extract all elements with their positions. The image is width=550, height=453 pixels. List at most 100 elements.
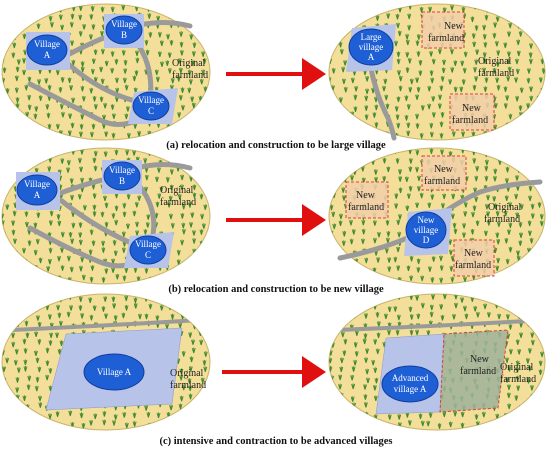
crop-mark (203, 24, 207, 31)
crop-mark (145, 222, 150, 228)
crop-mark (538, 113, 543, 119)
crop-mark (170, 222, 175, 229)
crop-mark (70, 238, 75, 244)
crop-mark (2, 250, 7, 256)
crop-mark (373, 339, 378, 345)
crop-mark (515, 367, 520, 373)
crop-mark (179, 395, 184, 402)
crop-mark (350, 77, 355, 84)
crop-mark (529, 148, 534, 155)
crop-mark (188, 296, 193, 303)
crop-mark (48, 4, 53, 11)
crop-mark (187, 267, 192, 274)
crop-mark (59, 340, 64, 347)
crop-mark (384, 94, 389, 101)
crop-mark (395, 114, 400, 120)
crop-mark (2, 294, 5, 300)
crop-mark (428, 412, 433, 418)
crop-mark (66, 255, 71, 262)
crop-mark (329, 412, 333, 418)
crop-mark (101, 247, 106, 253)
crop-mark (387, 257, 392, 263)
crop-mark (495, 210, 500, 217)
crop-mark (80, 177, 85, 184)
caption-c: (c) intensive and contraction to be adva… (159, 436, 392, 447)
panel-c-before: Village A Original farmland (1, 293, 211, 431)
crop-mark (93, 103, 98, 110)
crop-mark (486, 220, 491, 226)
crop-mark (66, 167, 70, 173)
crop-mark (495, 232, 500, 239)
crop-mark (23, 365, 28, 372)
crop-mark (331, 67, 336, 74)
crop-mark (536, 321, 541, 328)
new-farmland-2: New farmland (421, 155, 467, 191)
crop-mark (12, 42, 17, 49)
crop-mark (122, 202, 127, 209)
crop-mark (375, 130, 380, 137)
crop-mark (34, 4, 39, 11)
new-farmland-label: New (470, 354, 490, 365)
crop-mark (365, 75, 370, 82)
crop-mark (429, 148, 434, 155)
crop-mark (16, 59, 21, 65)
crop-mark (113, 250, 118, 257)
crop-mark (516, 160, 521, 166)
crop-mark (102, 411, 107, 417)
crop-mark (339, 413, 344, 419)
crop-mark (71, 222, 76, 229)
crop-mark (419, 133, 424, 139)
crop-mark (155, 76, 160, 83)
crop-mark (5, 357, 10, 364)
crop-mark (441, 67, 446, 74)
crop-mark (395, 158, 400, 164)
crop-mark (169, 168, 174, 175)
village-marker (83, 353, 145, 391)
road (367, 61, 397, 141)
crop-mark (395, 329, 400, 336)
crop-mark (540, 383, 545, 390)
crop-mark (409, 78, 414, 85)
crop-mark (112, 420, 116, 426)
crop-mark (178, 322, 183, 329)
crop-mark (81, 95, 86, 102)
crop-mark (34, 385, 39, 392)
crop-mark (373, 274, 378, 281)
crop-mark (176, 5, 181, 11)
crop-mark (536, 329, 541, 336)
crop-mark (55, 411, 60, 417)
crop-mark (387, 414, 392, 420)
crop-mark (529, 313, 534, 319)
crop-mark (55, 123, 60, 130)
crop-mark (365, 158, 370, 164)
new-farmland-label: farmland (455, 260, 491, 271)
crop-mark (382, 294, 387, 300)
crop-mark (459, 86, 464, 93)
crop-mark (78, 30, 83, 37)
crop-mark (199, 193, 204, 200)
crop-mark (15, 132, 20, 139)
village-c: Village C (128, 88, 178, 124)
crop-mark (203, 351, 208, 357)
crop-mark (409, 314, 414, 320)
crop-mark (100, 78, 105, 85)
crop-mark (199, 294, 204, 301)
crop-mark (200, 411, 205, 417)
crop-mark (122, 275, 127, 282)
crop-mark (201, 105, 205, 111)
crop-mark (505, 150, 510, 157)
crop-mark (45, 360, 50, 367)
crop-mark (78, 296, 83, 303)
crop-mark (79, 265, 83, 272)
crop-mark (330, 32, 335, 38)
crop-mark (36, 315, 40, 321)
crop-mark (495, 151, 500, 158)
crop-mark (448, 79, 453, 85)
crop-mark (14, 87, 19, 93)
crop-mark (461, 79, 466, 85)
crop-mark (189, 33, 194, 40)
crop-mark (538, 186, 543, 193)
crop-mark (340, 24, 345, 31)
crop-mark (24, 84, 29, 91)
crop-mark (202, 360, 207, 366)
